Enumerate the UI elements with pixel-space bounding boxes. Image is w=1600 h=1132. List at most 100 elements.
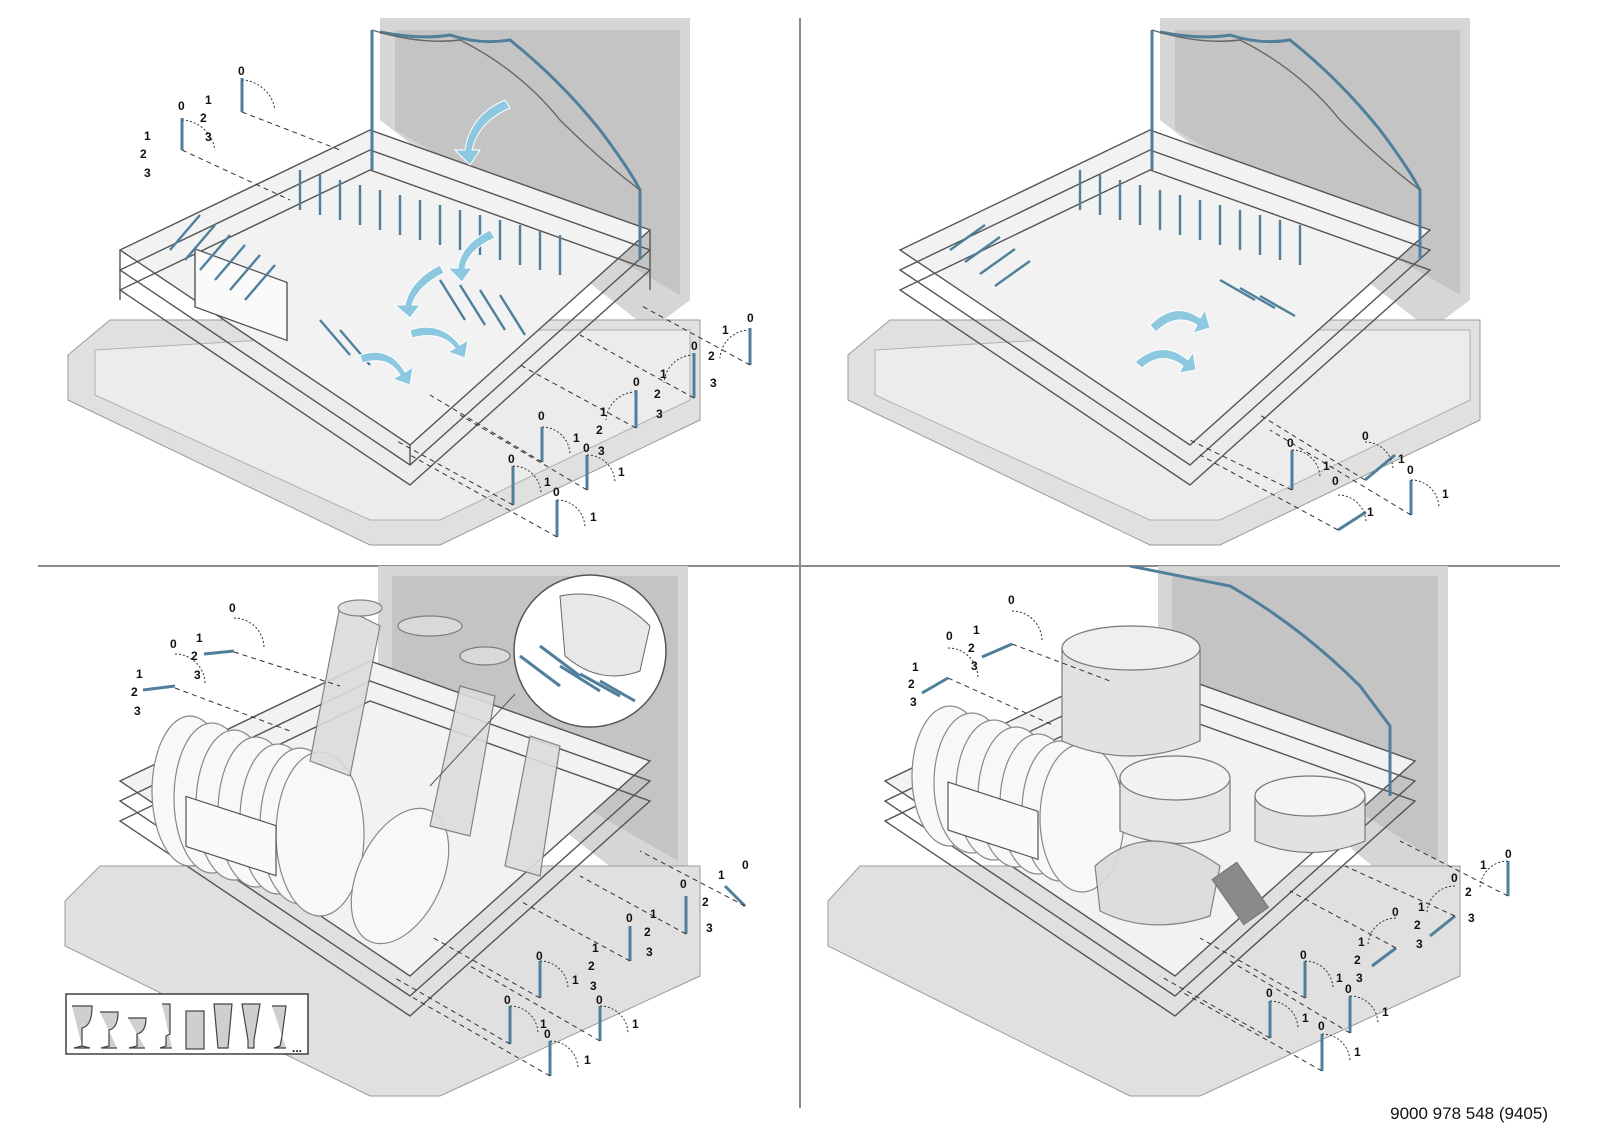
dial-1-label-2: 2 [908,677,915,691]
dial-1 [1189,439,1321,491]
rotary-dials: 0 1 2 3 0 1 2 3 0 1 2 3 0 1 2 3 [908,593,1512,1072]
dial-9 [1179,990,1351,1072]
dial-1-label-2: 2 [131,685,138,699]
dial-2-label-2: 2 [968,641,975,655]
dial-6 [429,394,571,463]
dial-3-label-1: 1 [1480,858,1487,872]
dial-3-label-3: 3 [706,921,713,935]
dial-2-label-1: 1 [205,93,212,107]
dial-9-label-1: 1 [584,1053,591,1067]
glass-types-legend: ... [65,993,309,1055]
wine-glass-icon [100,1011,119,1049]
dial-1-label-1: 1 [136,667,143,681]
dial-4-label-3: 3 [1416,937,1423,951]
pots [1061,625,1366,926]
dial-9 [409,454,586,538]
pan-handle [1211,861,1270,926]
dial-2-label-0: 0 [229,601,236,615]
dial-8 [394,977,539,1045]
dial-5 [519,900,632,962]
dial-2 [203,617,341,687]
dial-5-label-1: 1 [1358,935,1365,949]
dial-7 [459,414,616,491]
zoom-detail [429,574,667,787]
legend-more: ... [292,1041,302,1055]
dial-2-label-1: 1 [973,623,980,637]
dial-1-label-0: 0 [170,637,177,651]
champagne-flute-icon [159,1003,172,1049]
tall-glass-icon [213,1003,233,1049]
dial-3-label-2: 2 [708,349,715,363]
dial-6-label-0: 0 [1300,948,1307,962]
dial-9 [409,995,579,1077]
dial-6 [429,935,569,999]
glass-bowl [1094,840,1221,926]
panel-rack-loaded-pots: 0 1 2 3 0 1 2 3 0 1 2 3 0 1 2 3 [800,566,1600,1132]
upper-rack [118,29,652,486]
dial-1 [180,118,291,201]
dial-4-label-1: 1 [650,907,657,921]
dial-4-label-1: 1 [660,367,667,381]
dial-6-label-0: 0 [538,409,545,423]
tines [169,170,562,366]
unfold-arrows [1134,308,1211,374]
dial-9-label-1: 1 [1354,1045,1361,1059]
dial-1 [921,647,1056,727]
dial-3-label-0: 0 [1505,847,1512,861]
dial-5-label-0: 0 [626,911,633,925]
dial-3-label-1: 1 [722,323,729,337]
dial-4 [1344,865,1456,938]
dial-6-label-1: 1 [1336,971,1343,985]
dial-7-label-1: 1 [1382,1005,1389,1019]
dial-2-label-2: 2 [191,649,198,663]
dial-3-label-2: 2 [1465,885,1472,899]
dial-4-label-3: 3 [656,407,663,421]
dial-5 [1289,890,1397,968]
dial-8-label-0: 0 [508,452,515,466]
dial-8 [394,439,542,506]
dial-5 [519,364,638,429]
dial-2-label-2: 2 [200,111,207,125]
dial-7 [1229,960,1379,1034]
fold-arrows [359,99,511,386]
dial-7-label-1: 1 [618,465,625,479]
dial-3-label-0: 0 [1332,474,1339,488]
dial-3 [1399,840,1510,897]
dial-1-label-1: 1 [912,660,919,674]
dial-2-label-3: 3 [194,668,201,682]
dial-7-label-0: 0 [596,993,603,1007]
plates [151,715,450,945]
dial-5-label-1: 1 [592,941,599,955]
dial-2 [240,78,341,151]
dial-3-label-1: 1 [718,868,725,882]
dial-9-label-0: 0 [544,1027,551,1041]
dial-5-label-3: 3 [598,444,605,458]
dial-2-label-0: 0 [1008,593,1015,607]
dial-4-label-0: 0 [1407,463,1414,477]
dial-1-label-3: 3 [910,695,917,709]
small-pot [1254,775,1366,817]
dial-7-label-0: 0 [1345,982,1352,996]
dial-5-label-2: 2 [588,959,595,973]
dial-1-label-2: 2 [140,147,147,161]
plates [911,705,1125,893]
dial-3-label-3: 3 [710,376,717,390]
dial-4-label-1: 1 [1442,487,1449,501]
dial-5-label-3: 3 [590,979,597,993]
flute-glass-icon [272,1005,287,1049]
dial-7-label-0: 0 [583,441,590,455]
dial-2-label-3: 3 [971,659,978,673]
dial-9-label-1: 1 [590,510,597,524]
dial-5-label-3: 3 [1356,971,1363,985]
dial-3-label-1: 1 [1367,505,1374,519]
dial-3 [639,850,747,908]
dial-3-label-2: 2 [702,895,709,909]
dial-9-label-0: 0 [553,485,560,499]
panel-rack-fold-tines-down: 0 1 2 3 0 1 2 3 0 1 2 3 0 1 2 3 [0,0,800,566]
dial-4 [579,334,696,399]
dial-2-label-3: 3 [205,130,212,144]
dial-2-label-1: 1 [1398,452,1405,466]
dial-4-label-1: 1 [1418,900,1425,914]
dial-4-label-2: 2 [644,925,651,939]
dial-5-label-1: 1 [600,405,607,419]
